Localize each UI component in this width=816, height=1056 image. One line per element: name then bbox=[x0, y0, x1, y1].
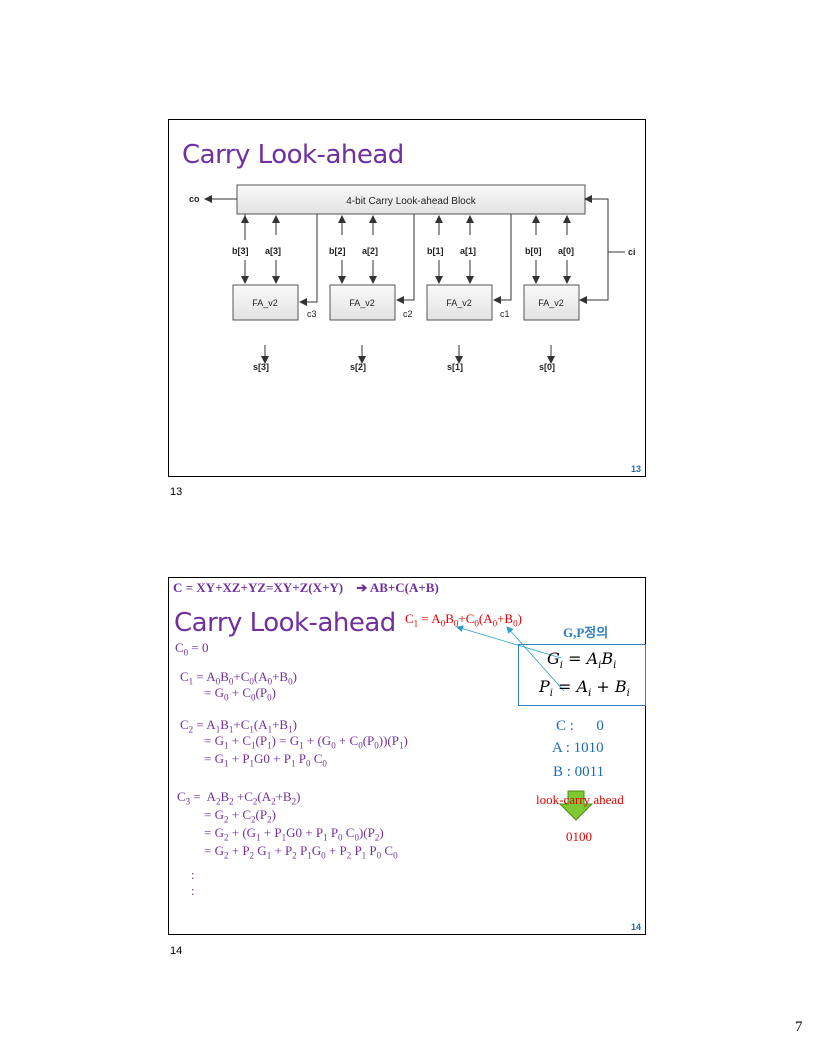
a2-label: a[2] bbox=[362, 246, 378, 256]
equation-c2: C2 = A1B1+C1(A1+B1) bbox=[180, 717, 297, 735]
cla-block bbox=[236, 184, 586, 215]
ellipsis-2: : bbox=[191, 883, 195, 898]
c2-label: c2 bbox=[403, 309, 413, 319]
example-c: C : 0 bbox=[556, 718, 604, 734]
equation-c3-step3: = G2 + P2 G1 + P2 P1G0 + P2 P1 P0 C0 bbox=[204, 843, 398, 861]
fa-v2-0-label: FA_v2 bbox=[538, 298, 564, 308]
equation-c2-step1: = G1 + C1(P1) = G1 + (G0 + C0(P0))(P1) bbox=[204, 733, 408, 751]
s3-label: s[3] bbox=[253, 362, 269, 372]
c1-highlight-equation: C1 = A0B0+C0(A0+B0) bbox=[405, 611, 522, 629]
slide-title: Carry Look-ahead bbox=[182, 140, 404, 170]
b2-label: b[2] bbox=[329, 246, 346, 256]
fa-v2-2-label: FA_v2 bbox=[349, 298, 375, 308]
cla-block-label: 4-bit Carry Look-ahead Block bbox=[346, 196, 477, 207]
lookahead-label: look-carry ahead bbox=[536, 792, 624, 807]
slide-number: 13 bbox=[630, 464, 641, 474]
fa-v2-3 bbox=[232, 284, 299, 321]
example-b: B : 0011 bbox=[553, 764, 605, 780]
g-definition: Gi = AiBi bbox=[547, 649, 617, 672]
equation-c3-step2: = G2 + (G1 + P1G0 + P1 P0 C0)(P2) bbox=[204, 825, 384, 843]
b1-label: b[1] bbox=[427, 246, 444, 256]
b0-label: b[0] bbox=[525, 246, 542, 256]
arrow-icon: ➔ bbox=[356, 580, 368, 595]
fa-v2-2 bbox=[329, 284, 396, 321]
s1-label: s[1] bbox=[447, 362, 463, 372]
example-a: A : 1010 bbox=[552, 740, 604, 756]
ellipsis-1: : bbox=[191, 867, 195, 882]
slide-14: C = XY+XZ+YZ=XY+Z(X+Y) ➔ AB+C(A+B) Carry… bbox=[168, 577, 646, 935]
c3-label: c3 bbox=[307, 309, 317, 319]
equation-c1: C1 = A0B0+C0(A0+B0) bbox=[180, 669, 297, 687]
page-number: 7 bbox=[795, 1019, 803, 1035]
fa-v2-3-label: FA_v2 bbox=[252, 298, 278, 308]
slide-caption-number: 14 bbox=[170, 945, 183, 957]
gp-definition-title: G,P정의 bbox=[563, 625, 609, 640]
top-equation: C = XY+XZ+YZ=XY+Z(X+Y) ➔ AB+C(A+B) bbox=[173, 580, 439, 595]
gp-definition-box: Gi = AiBi Pi = Ai + Bi bbox=[518, 644, 646, 706]
down-arrow-icon bbox=[558, 790, 594, 821]
a0-label: a[0] bbox=[558, 246, 574, 256]
equation-c2-step2: = G1 + P1G0 + P1 P0 C0 bbox=[204, 751, 327, 769]
p-definition: Pi = Ai + Bi bbox=[539, 677, 630, 700]
example-result: 0100 bbox=[566, 829, 592, 844]
equation-c1-step: = G0 + C0(P0) bbox=[204, 685, 276, 703]
fa-v2-1 bbox=[426, 284, 493, 321]
b3-label: b[3] bbox=[232, 246, 249, 256]
slide-number: 14 bbox=[630, 922, 641, 932]
s0-label: s[0] bbox=[539, 362, 555, 372]
co-label: co bbox=[189, 194, 200, 204]
carry-lookahead-block-diagram: 4-bit Carry Look-ahead Block co ci b[3] … bbox=[189, 184, 636, 372]
c1-label: c1 bbox=[500, 309, 510, 319]
fa-v2-1-label: FA_v2 bbox=[446, 298, 472, 308]
fa-v2-0 bbox=[523, 284, 580, 321]
equation-c0: C0 = 0 bbox=[175, 640, 209, 658]
pointer-arrows bbox=[456, 625, 594, 821]
a1-label: a[1] bbox=[460, 246, 476, 256]
s2-label: s[2] bbox=[350, 362, 366, 372]
equation-c3: C3 = A2B2 +C2(A2+B2) bbox=[177, 789, 301, 807]
slide-caption-number: 13 bbox=[170, 486, 183, 498]
equation-c3-step1: = G2 + C2(P2) bbox=[204, 807, 276, 825]
slide-title: Carry Look-ahead bbox=[174, 608, 396, 638]
ci-label: ci bbox=[628, 247, 636, 257]
slide-13: Carry Look-ahead 4-bit Carry Look-ahead … bbox=[168, 119, 646, 477]
a3-label: a[3] bbox=[265, 246, 281, 256]
